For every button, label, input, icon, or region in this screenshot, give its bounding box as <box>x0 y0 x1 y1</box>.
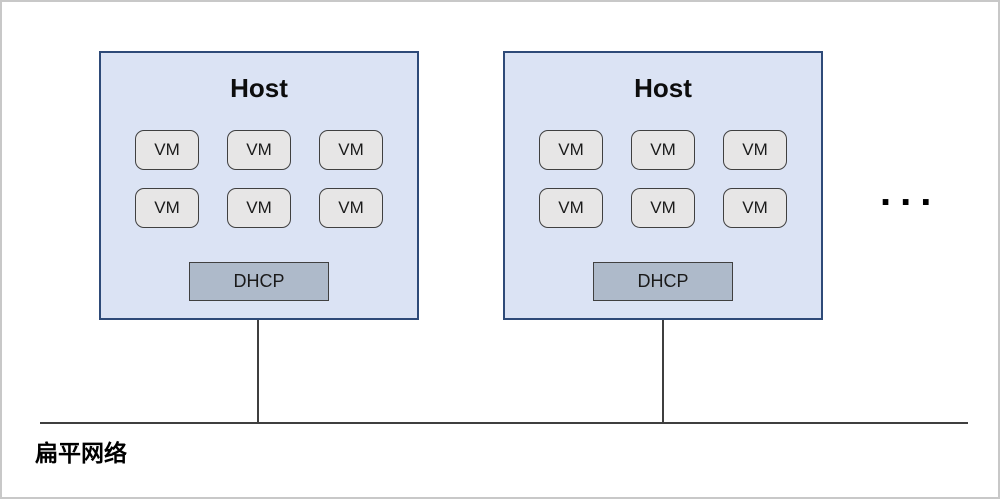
more-hosts-ellipsis: ... <box>880 170 941 214</box>
vm-box: VM <box>723 188 787 228</box>
vm-box: VM <box>539 188 603 228</box>
vm-box: VM <box>135 188 199 228</box>
vm-box: VM <box>135 130 199 170</box>
vm-row: VM VM VM <box>505 130 821 170</box>
flat-network-bus-line <box>40 422 968 424</box>
vm-box: VM <box>319 188 383 228</box>
dhcp-box: DHCP <box>593 262 733 301</box>
host-title: Host <box>634 73 692 103</box>
host-box-1: Host VM VM VM VM VM VM DHCP <box>99 51 419 320</box>
host2-network-connector-line <box>662 320 664 423</box>
dhcp-box: DHCP <box>189 262 329 301</box>
vm-row: VM VM VM <box>505 188 821 228</box>
vm-box: VM <box>723 130 787 170</box>
dhcp-row: DHCP <box>505 262 821 301</box>
vm-box: VM <box>631 188 695 228</box>
dhcp-row: DHCP <box>101 262 417 301</box>
vm-box: VM <box>631 130 695 170</box>
vm-box: VM <box>227 130 291 170</box>
vm-box: VM <box>539 130 603 170</box>
host-box-2: Host VM VM VM VM VM VM DHCP <box>503 51 823 320</box>
vm-row: VM VM VM <box>101 130 417 170</box>
host1-network-connector-line <box>257 320 259 423</box>
vm-box: VM <box>319 130 383 170</box>
vm-box: VM <box>227 188 291 228</box>
host-title: Host <box>230 73 288 103</box>
vm-row: VM VM VM <box>101 188 417 228</box>
flat-network-label: 扁平网络 <box>35 440 127 466</box>
